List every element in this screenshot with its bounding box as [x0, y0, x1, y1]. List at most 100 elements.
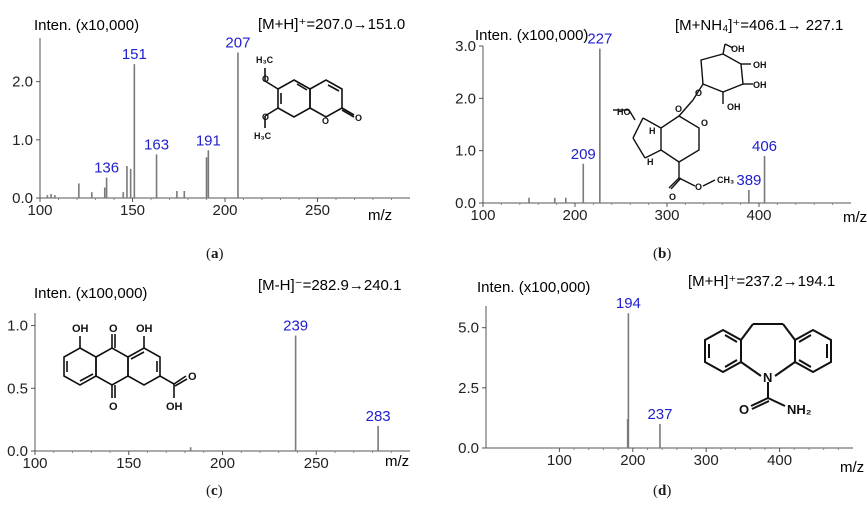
x-tick-label: 300 [654, 207, 679, 224]
svg-text:OH: OH [731, 44, 745, 54]
y-tick-label: 2.5 [458, 380, 479, 397]
peak-label: 209 [571, 146, 596, 163]
y-tick-label: 3.0 [455, 38, 476, 55]
svg-text:O: O [701, 118, 708, 128]
molecule-labels-b: OH OH OH OH O O O HO O O CH₃ H H [617, 44, 767, 202]
spectrum-chart-d: 100 200 300 400 0.0 2.5 5.0 194 237 Inten. (x100… [458, 273, 864, 476]
svg-text:H₃C: H₃C [256, 55, 274, 65]
x-tick-label: 400 [746, 207, 771, 224]
molecule-labels-a: H₃C O O H₃C O O [254, 55, 362, 141]
peak-label: 239 [283, 318, 308, 335]
y-tick-label: 0.5 [7, 380, 28, 397]
x-tick-label: 100 [27, 202, 52, 219]
y-tick-label: 0.0 [12, 190, 33, 207]
svg-text:CH₃: CH₃ [717, 175, 734, 185]
spectrum-chart-b: 100 200 300 400 0.0 1.0 2.0 3.0 209 227 389 406 Int… [455, 17, 867, 226]
x-tick-label: 150 [116, 455, 141, 472]
x-tick-label: 300 [694, 452, 719, 469]
x-tick-label: 200 [210, 455, 235, 472]
x-tick-label: 200 [562, 207, 587, 224]
y-tick-label: 0.0 [7, 443, 28, 460]
x-tick-label: 100 [470, 207, 495, 224]
svg-text:O: O [262, 112, 269, 122]
caption-d: (d) [653, 483, 672, 499]
molecule-structure-c [63, 334, 188, 398]
x-tick-label: 400 [767, 452, 792, 469]
y-tick-label: 1.0 [7, 318, 28, 335]
y-tick-label: 1.0 [455, 143, 476, 160]
peak-label: 237 [647, 406, 672, 423]
svg-text:OH: OH [753, 60, 767, 70]
caption-a: (a) [206, 246, 224, 262]
caption-c: (c) [206, 483, 223, 499]
x-tick-label: 250 [304, 455, 329, 472]
plot-area-b: 100 200 300 400 0.0 1.0 2.0 3.0 209 227 389 406 [455, 31, 851, 224]
x-tick-label: 100 [22, 455, 47, 472]
svg-text:O: O [262, 74, 269, 84]
y-tick-label: 1.0 [12, 132, 33, 149]
svg-text:O: O [695, 88, 702, 98]
xlabel-b: m/z [843, 209, 867, 226]
y-tick-label: 2.0 [455, 90, 476, 107]
molecule-structure-a [264, 68, 355, 128]
svg-text:HO: HO [617, 107, 631, 117]
svg-text:NH₂: NH₂ [787, 402, 812, 417]
x-tick-label: 200 [212, 202, 237, 219]
x-tick-label: 100 [547, 452, 572, 469]
svg-text:O: O [675, 104, 682, 114]
peak-label: 191 [196, 132, 221, 149]
peak-label: 163 [144, 136, 169, 153]
peak-label: 389 [736, 172, 761, 189]
svg-text:H: H [647, 157, 654, 167]
plot-area-d: 100 200 300 400 0.0 2.5 5.0 194 237 [458, 295, 853, 469]
panel-d: 100 200 300 400 0.0 2.5 5.0 194 237 Inten. (x100… [433, 268, 867, 508]
svg-text:O: O [109, 401, 118, 413]
svg-text:O: O [355, 113, 362, 123]
transition-b: [M+NH₄]⁺=406.1→ 227.1 [675, 17, 843, 34]
svg-text:OH: OH [166, 401, 183, 413]
svg-text:O: O [739, 402, 749, 417]
molecule-structure-b [613, 43, 753, 190]
svg-text:O: O [695, 182, 702, 192]
ylabel-b: Inten. (x100,000) [475, 27, 588, 44]
y-tick-label: 5.0 [458, 320, 479, 337]
panel-b: 100 200 300 400 0.0 1.0 2.0 3.0 209 227 389 406 Int… [433, 0, 867, 262]
svg-text:O: O [322, 116, 329, 126]
svg-text:H: H [649, 126, 656, 136]
x-tick-label: 200 [620, 452, 645, 469]
y-tick-label: 0.0 [458, 440, 479, 457]
svg-text:O: O [109, 323, 118, 335]
peak-label: 151 [122, 46, 147, 63]
peak-label: 207 [225, 35, 250, 52]
plot-area-c: 100 150 200 250 0.0 0.5 1.0 239 283 [7, 313, 410, 472]
caption-b: (b) [653, 246, 672, 262]
xlabel-d: m/z [840, 459, 864, 476]
svg-text:H₃C: H₃C [254, 131, 272, 141]
peak-label: 136 [94, 160, 119, 177]
svg-text:O: O [669, 192, 676, 202]
transition-c: [M-H]⁻=282.9→240.1 [258, 277, 401, 294]
peak-label: 194 [616, 295, 641, 312]
peak-label: 227 [587, 31, 612, 48]
svg-text:OH: OH [753, 80, 767, 90]
xlabel-a: m/z [368, 207, 392, 224]
peak-label: 406 [752, 138, 777, 155]
molecule-structure-d [704, 323, 832, 410]
xlabel-c: m/z [385, 453, 409, 470]
x-tick-label: 250 [305, 202, 330, 219]
y-tick-label: 0.0 [455, 195, 476, 212]
transition-d: [M+H]⁺=237.2→194.1 [688, 273, 835, 290]
molecule-labels-c: OH O OH O O OH [72, 323, 197, 413]
peak-label: 283 [366, 408, 391, 425]
molecule-labels-d: N O NH₂ [739, 370, 812, 417]
ylabel-d: Inten. (x100,000) [477, 279, 590, 296]
svg-text:N: N [763, 370, 772, 385]
transition-a: [M+H]⁺=207.0→151.0 [258, 16, 405, 33]
svg-text:OH: OH [727, 102, 741, 112]
svg-text:OH: OH [136, 323, 153, 335]
